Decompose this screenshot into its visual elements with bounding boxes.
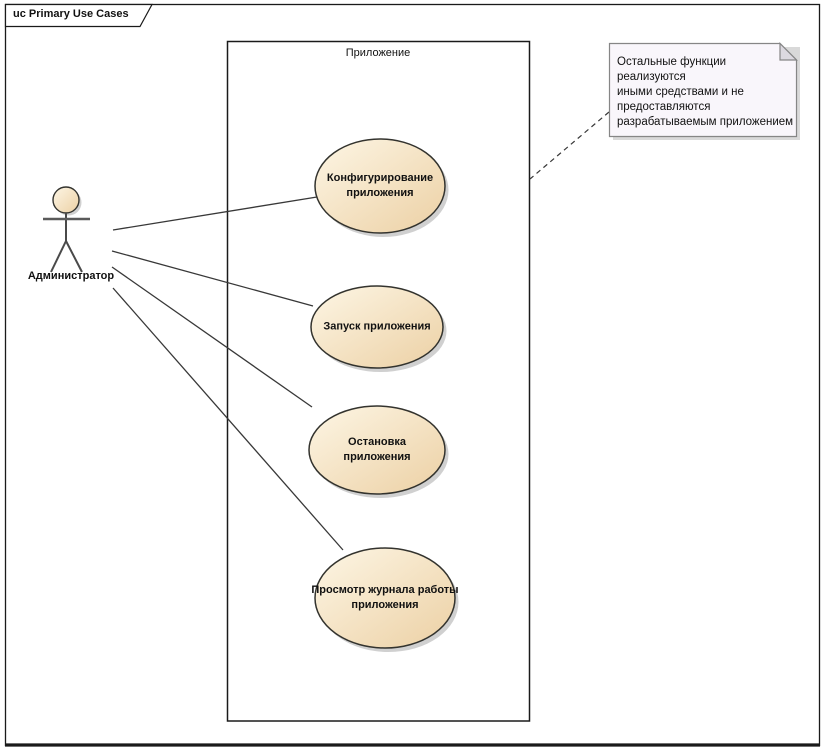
association-start-app[interactable]: [111, 250, 314, 307]
diagram-frame: [4, 3, 821, 747]
note-text-line: Остальные функции реализуются: [617, 56, 727, 83]
note-text-line: разрабатываемым приложением: [617, 116, 794, 128]
system-boundary-label: Приложение: [345, 47, 411, 59]
actor-administrator-label: Администратор: [27, 270, 115, 282]
note-text-line: предоставляются: [617, 101, 711, 113]
note[interactable]: [608, 42, 801, 141]
usecase-start-app-label: Запуск приложения: [323, 320, 431, 333]
actor-administrator[interactable]: [43, 186, 90, 273]
note-fold-corner: [779, 42, 798, 61]
actor-head: [52, 186, 80, 214]
usecase-view-log[interactable]: [314, 547, 459, 652]
note-connector-line: [529, 111, 610, 180]
note-text-line: иными средствами и не: [617, 86, 744, 98]
note-body: [608, 42, 798, 138]
usecase-stop-app[interactable]: [308, 405, 449, 498]
frame-title-tab: [4, 3, 154, 28]
association-configure-app[interactable]: [112, 196, 318, 231]
usecase-configure-app-label: Конфигурирование приложения: [326, 172, 434, 199]
note-text: Остальные функции реализуются иными сред…: [617, 55, 795, 130]
association-view-log[interactable]: [112, 287, 344, 551]
usecase-stop-app-label: Остановка приложения: [343, 436, 411, 463]
usecase-start-app[interactable]: [310, 285, 447, 372]
association-stop-app[interactable]: [111, 266, 313, 408]
usecase-view-log-label: Просмотр журнала работы приложения: [311, 584, 459, 611]
usecase-configure-app[interactable]: [314, 138, 449, 237]
frame-title: uc Primary Use Cases: [13, 8, 129, 20]
actor-leg-right: [65, 240, 83, 273]
actor-leg-left: [50, 240, 67, 273]
